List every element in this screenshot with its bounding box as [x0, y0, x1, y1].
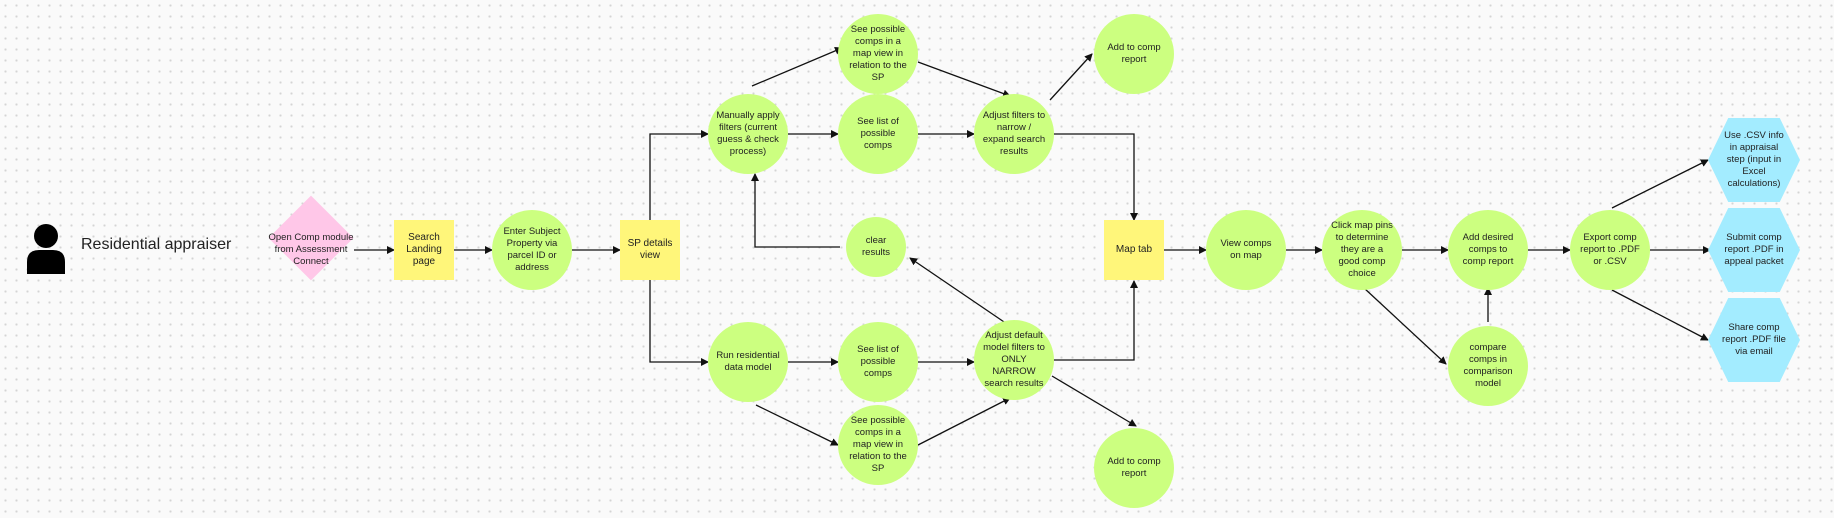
- edge-adjustbot-add: [1051, 375, 1137, 427]
- person-icon: [27, 224, 65, 274]
- node-export-label: Export comp report to .PDF or .CSV: [1580, 232, 1640, 267]
- node-spdetails: SP details view: [620, 220, 680, 280]
- edge-adjustbot-clear: [909, 257, 1011, 327]
- node-adjust-top: Adjust filters to narrow / expand search…: [974, 94, 1054, 174]
- node-seemap-bot: See possible comps in a map view in rela…: [838, 405, 918, 485]
- node-clear-label: clear results: [862, 235, 890, 258]
- node-seemap-bot-label: See possible comps in a map view in rela…: [849, 415, 907, 474]
- node-search: Search Landing page: [394, 220, 454, 280]
- node-submit-label: Submit comp report .PDF in appeal packet: [1724, 232, 1784, 267]
- edge-clear-manual: [751, 173, 840, 248]
- edge-manual-seemap: [751, 47, 843, 87]
- node-maptab-label: Map tab: [1115, 244, 1153, 255]
- node-seelist-bot-label: See list of possible comps: [857, 344, 899, 379]
- edge-adjust-add: [1049, 53, 1093, 101]
- node-usecsv: Use .CSV info in appraisal step (input i…: [1708, 118, 1800, 202]
- node-search-label: Search Landing page: [406, 232, 442, 267]
- node-adjust-bot-label: Adjust default model filters to ONLY NAR…: [983, 330, 1045, 389]
- node-enter-label: Enter Subject Property via parcel ID or …: [503, 226, 561, 273]
- node-clickpins-label: Click map pins to determine they are a g…: [1331, 220, 1393, 279]
- node-add-bot: Add to comp report: [1094, 428, 1174, 508]
- node-export: Export comp report to .PDF or .CSV: [1570, 210, 1650, 290]
- node-start: Open Comp module from Assessment Connect: [266, 208, 356, 292]
- node-adjust-top-label: Adjust filters to narrow / expand search…: [982, 110, 1046, 157]
- node-add-top: Add to comp report: [1094, 14, 1174, 94]
- edge-adjustbot-maptab: [1052, 280, 1138, 361]
- node-run-label: Run residential data model: [716, 350, 780, 373]
- node-seemap-top-label: See possible comps in a map view in rela…: [849, 24, 907, 83]
- node-spdetails-label: SP details view: [627, 238, 673, 261]
- node-seelist-top-label: See list of possible comps: [857, 116, 899, 151]
- edge-spdetails-run: [649, 280, 709, 366]
- node-manual-label: Manually apply filters (current guess & …: [716, 110, 780, 157]
- node-maptab: Map tab: [1104, 220, 1164, 280]
- edge-seemap-adjust: [917, 61, 1011, 98]
- edge-adjust-maptab: [1052, 133, 1138, 221]
- edge-seemap-adjust-bot: [917, 397, 1011, 446]
- node-start-label: Open Comp module from Assessment Connect: [268, 232, 354, 267]
- node-seelist-top: See list of possible comps: [838, 94, 918, 174]
- node-viewcomps: View comps on map: [1206, 210, 1286, 290]
- actor-label: Residential appraiser: [81, 236, 232, 253]
- edge-spdetails-manual: [649, 130, 709, 220]
- node-seemap-top: See possible comps in a map view in rela…: [838, 14, 918, 94]
- node-compare-label: compare comps in comparison model: [1463, 342, 1513, 389]
- node-share: Share comp report .PDF file via email: [1708, 298, 1800, 382]
- node-clear: clear results: [846, 217, 906, 277]
- node-add-bot-label: Add to comp report: [1107, 456, 1161, 479]
- node-submit: Submit comp report .PDF in appeal packet: [1708, 208, 1800, 292]
- node-share-label: Share comp report .PDF file via email: [1722, 322, 1786, 357]
- edge-export-share: [1611, 289, 1709, 341]
- node-manual: Manually apply filters (current guess & …: [708, 94, 788, 174]
- edge-export-usecsv: [1611, 159, 1709, 209]
- node-run: Run residential data model: [708, 322, 788, 402]
- node-adjust-bot: Adjust default model filters to ONLY NAR…: [974, 320, 1054, 400]
- node-seelist-bot: See list of possible comps: [838, 322, 918, 402]
- edge-run-seemap: [755, 404, 839, 446]
- node-viewcomps-label: View comps on map: [1220, 238, 1272, 261]
- node-adddesired: Add desired comps to comp report: [1448, 210, 1528, 290]
- node-compare: compare comps in comparison model: [1448, 326, 1528, 406]
- node-enter: Enter Subject Property via parcel ID or …: [492, 210, 572, 290]
- node-adddesired-label: Add desired comps to comp report: [1462, 232, 1514, 267]
- edge-clickpins-compare: [1363, 287, 1447, 365]
- node-clickpins: Click map pins to determine they are a g…: [1322, 210, 1402, 290]
- node-usecsv-label: Use .CSV info in appraisal step (input i…: [1724, 130, 1784, 189]
- node-add-top-label: Add to comp report: [1107, 42, 1161, 65]
